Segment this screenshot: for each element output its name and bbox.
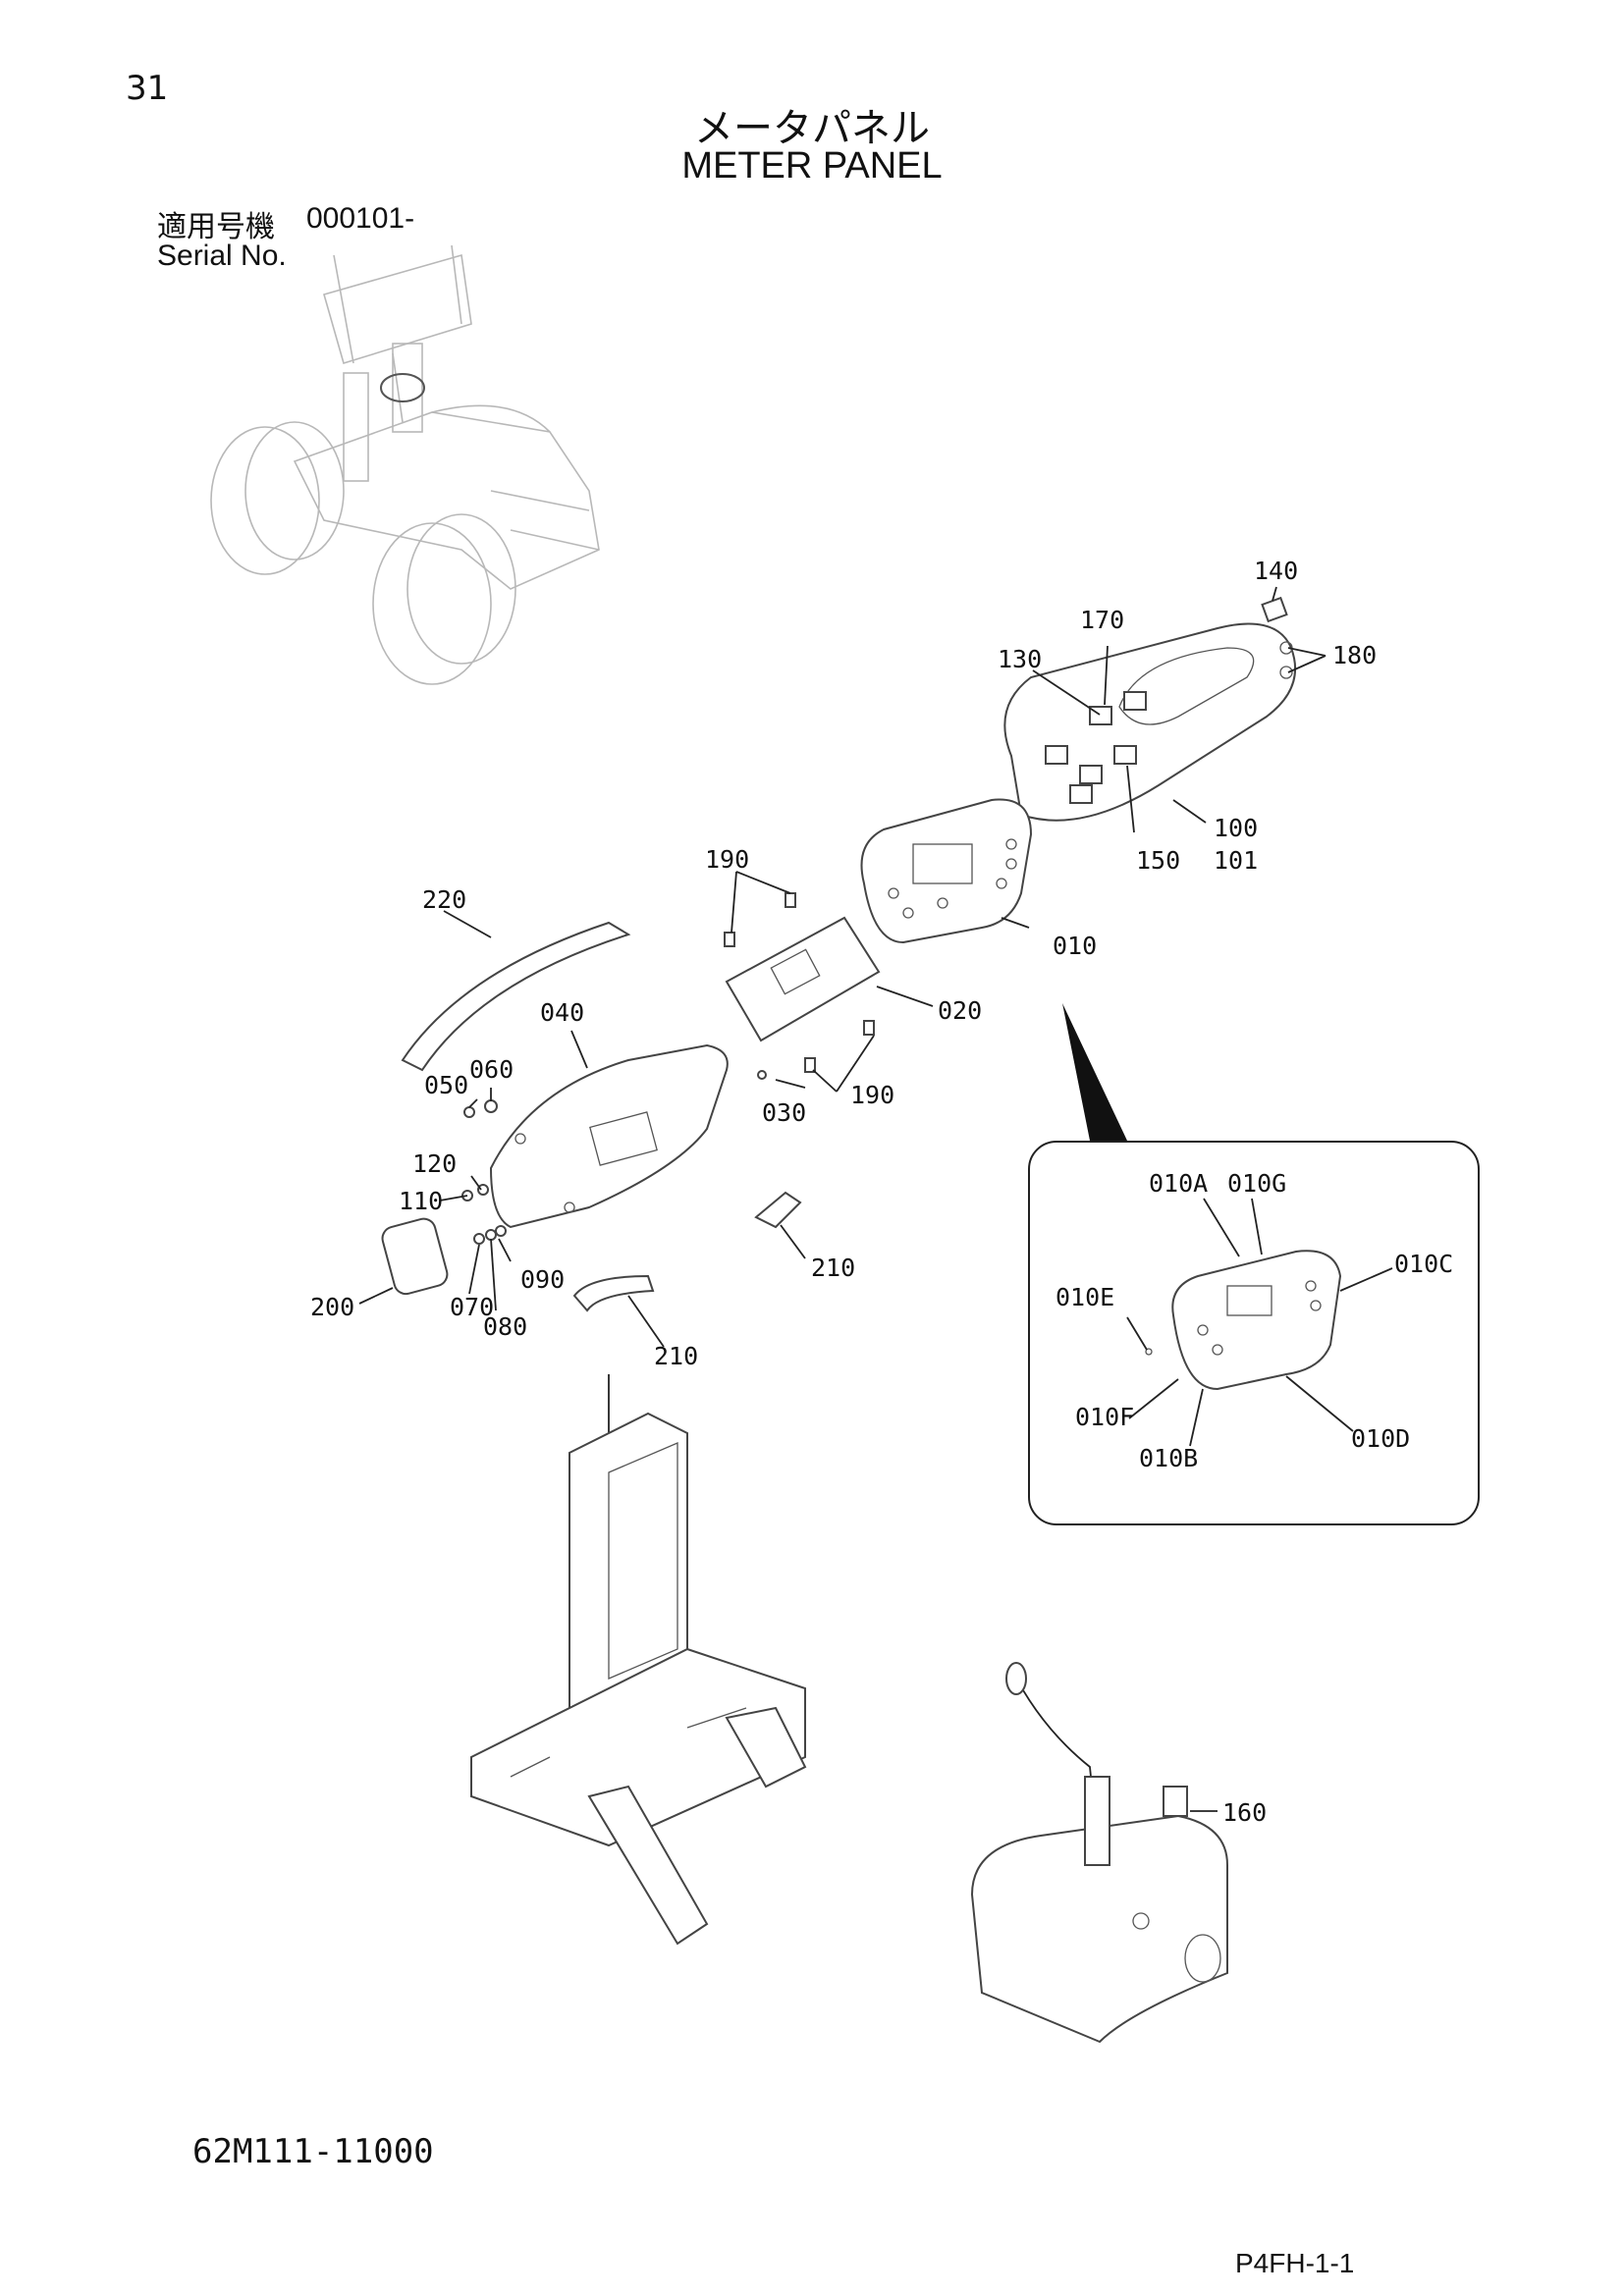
tractor-overview-illustration (210, 244, 600, 685)
callout-170: 170 (1080, 606, 1124, 634)
callout-080: 080 (483, 1312, 527, 1341)
serial-value: 000101- (306, 202, 415, 235)
steering-column-frame (470, 1374, 807, 1946)
callout-010D: 010D (1351, 1424, 1410, 1453)
callout-150: 150 (1136, 846, 1180, 875)
callout-101: 101 (1214, 846, 1258, 875)
leader-lines (358, 586, 1393, 1812)
callout-100: 100 (1214, 814, 1258, 842)
callout-210-lower: 210 (654, 1342, 698, 1370)
page-number: 31 (126, 69, 169, 108)
callout-190-upper: 190 (705, 845, 749, 874)
callout-070: 070 (450, 1293, 494, 1321)
detail-meter-cluster (1145, 1250, 1342, 1391)
panel-cover-040 (489, 1043, 729, 1229)
hose-210-lower (572, 1274, 655, 1312)
callout-060: 060 (469, 1055, 514, 1084)
callout-210-upper: 210 (811, 1254, 855, 1282)
detail-pointer (1062, 1003, 1127, 1141)
bracket-020 (724, 892, 881, 1073)
callout-190-lower: 190 (850, 1081, 894, 1109)
callout-050: 050 (424, 1071, 468, 1099)
callout-010G: 010G (1227, 1169, 1286, 1198)
callout-120: 120 (412, 1149, 457, 1178)
meter-cluster-010 (860, 798, 1033, 944)
callout-090: 090 (520, 1265, 565, 1294)
serial-label-japanese: 適用号機 (157, 210, 275, 244)
callout-130: 130 (998, 645, 1042, 673)
hose-210-upper (754, 1191, 802, 1229)
callout-010A: 010A (1149, 1169, 1208, 1198)
callout-160: 160 (1222, 1798, 1267, 1827)
callout-010F: 010F (1075, 1403, 1134, 1431)
callout-180: 180 (1332, 641, 1377, 669)
callout-110: 110 (399, 1187, 443, 1215)
lever-console (970, 1662, 1228, 2044)
page-title-japanese: メータパネル (694, 106, 930, 151)
callout-030: 030 (762, 1098, 806, 1127)
page-title-english: METER PANEL (681, 145, 943, 187)
callout-140: 140 (1254, 557, 1298, 585)
serial-label-english: Serial No. (157, 240, 287, 272)
detail-callout-box (1028, 1141, 1480, 1525)
callout-010B: 010B (1139, 1444, 1198, 1472)
grip-200 (381, 1217, 449, 1296)
callout-010C: 010C (1394, 1250, 1453, 1278)
meter-cover-100 (1003, 596, 1297, 822)
callout-200: 200 (310, 1293, 354, 1321)
page-code: P4FH-1-1 (1235, 2248, 1355, 2278)
trim-hose-220 (401, 921, 631, 1072)
callout-220: 220 (422, 885, 466, 914)
callout-020: 020 (938, 996, 982, 1025)
drawing-number: 62M111-11000 (192, 2132, 434, 2171)
callout-010E: 010E (1056, 1283, 1114, 1311)
callout-010: 010 (1053, 932, 1097, 960)
callout-040: 040 (540, 998, 584, 1027)
